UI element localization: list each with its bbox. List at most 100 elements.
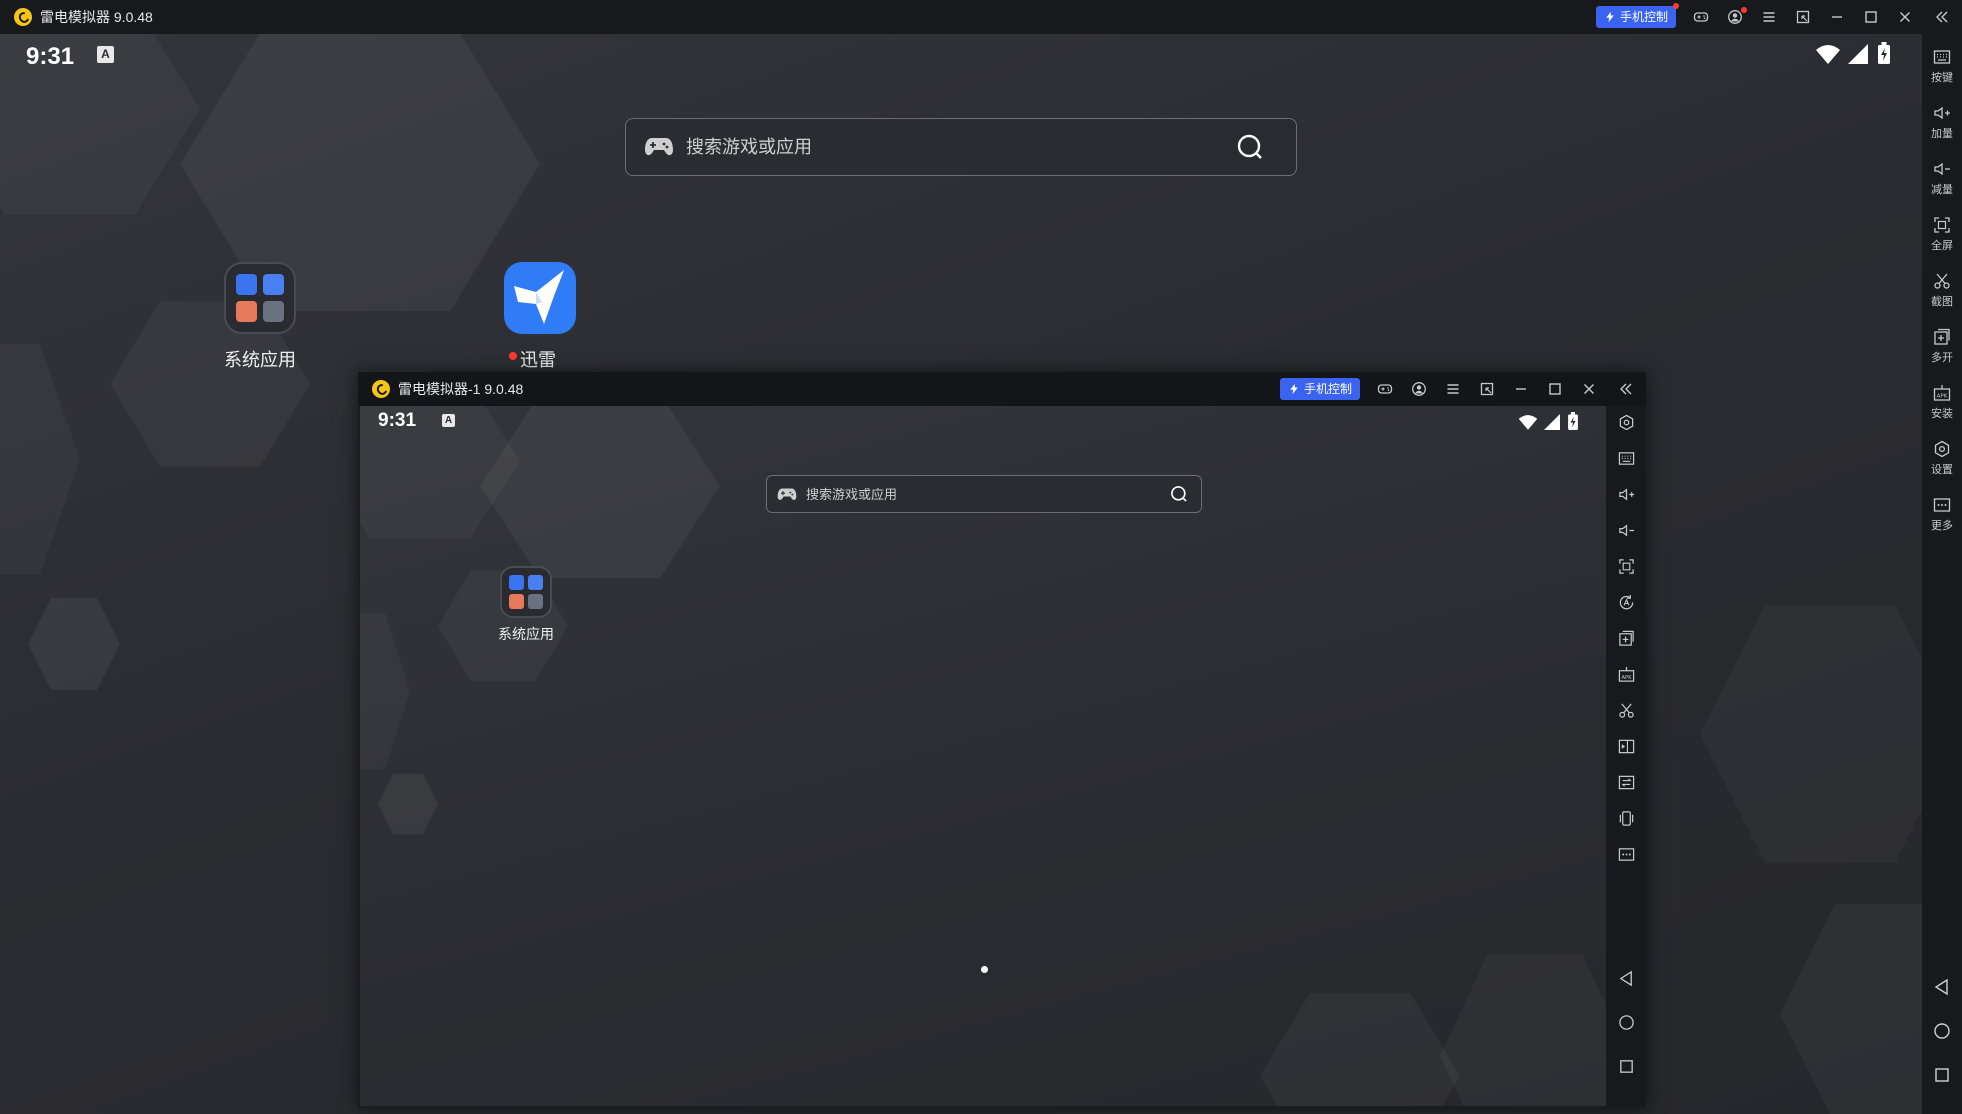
second-emulator-window[interactable]: 雷电模拟器-1 9.0.48 手机控制 9:31 A	[358, 372, 1646, 1108]
bg-hexagon	[1780, 903, 1922, 1114]
minimize-icon	[1832, 16, 1842, 18]
nav-recents-button[interactable]	[1922, 1066, 1962, 1084]
bg-hexagon	[360, 613, 410, 769]
more-icon	[1618, 848, 1634, 861]
settings-mini-icon	[236, 274, 257, 295]
multi-instance-icon	[1934, 328, 1950, 345]
minimize-button[interactable]	[1504, 372, 1538, 406]
more-button[interactable]	[1606, 846, 1646, 863]
update-dot	[509, 352, 517, 360]
scissors-icon	[1934, 273, 1950, 289]
user-circle-icon	[1412, 382, 1426, 396]
volume-down-button[interactable]: 减量	[1922, 160, 1962, 197]
browser-mini-icon	[528, 575, 543, 590]
bg-hexagon	[0, 344, 80, 574]
contacts-mini-icon	[263, 301, 284, 322]
circle-home-icon	[1934, 1023, 1950, 1039]
fullscreen-button[interactable]: 全屏	[1922, 216, 1962, 253]
ldplayer-logo-icon	[372, 380, 390, 398]
account-button[interactable]	[1718, 0, 1752, 34]
account-button[interactable]	[1402, 372, 1436, 406]
account-notification-dot	[1741, 7, 1747, 13]
record-button[interactable]	[1606, 738, 1646, 755]
app-xunlei[interactable]	[504, 262, 576, 334]
window-title: 雷电模拟器 9.0.48	[40, 9, 153, 25]
window-shrink-icon	[1480, 382, 1494, 396]
gamepad-icon	[777, 488, 797, 500]
second-window-titlebar[interactable]: 雷电模拟器-1 9.0.48 手机控制	[358, 372, 1646, 406]
user-circle-icon	[1728, 10, 1742, 24]
mini-mode-button[interactable]	[1470, 372, 1504, 406]
ldplayer-logo-icon	[14, 8, 32, 26]
maximize-icon	[1549, 383, 1561, 395]
app-search-bar[interactable]	[766, 475, 1202, 513]
screenshot-button[interactable]	[1606, 702, 1646, 719]
second-android-screen[interactable]: 9:31 A 系统应用	[360, 406, 1606, 1106]
volume-up-icon	[1618, 488, 1634, 501]
nav-back-button[interactable]	[1922, 978, 1962, 996]
shake-button[interactable]	[1606, 810, 1646, 827]
status-a-badge: A	[97, 46, 114, 63]
collapse-sidebar-button[interactable]	[1606, 372, 1646, 406]
multi-instance-button[interactable]: 多开	[1922, 328, 1962, 365]
nav-recents-button[interactable]	[1606, 1058, 1646, 1075]
gamepad-button[interactable]	[1684, 0, 1718, 34]
nav-home-button[interactable]	[1606, 1014, 1646, 1031]
app-system-apps[interactable]	[500, 566, 552, 618]
sync-button[interactable]	[1606, 774, 1646, 791]
settings-button[interactable]: 设置	[1922, 440, 1962, 477]
menu-button[interactable]	[1752, 0, 1786, 34]
menu-button[interactable]	[1436, 372, 1470, 406]
minimize-icon	[1516, 388, 1526, 390]
app-search-bar[interactable]	[625, 118, 1297, 176]
main-titlebar: 雷电模拟器 9.0.48 手机控制	[0, 0, 1962, 34]
mini-mode-button[interactable]	[1786, 0, 1820, 34]
close-button[interactable]	[1888, 0, 1922, 34]
app-system-apps[interactable]	[224, 262, 298, 334]
settings-button[interactable]	[1606, 414, 1646, 431]
rotate-icon	[1619, 594, 1633, 610]
volume-up-button[interactable]	[1606, 486, 1646, 503]
more-button[interactable]: 更多	[1922, 496, 1962, 533]
phone-control-button[interactable]: 手机控制	[1279, 378, 1360, 400]
bg-hexagon	[28, 598, 120, 690]
circle-home-icon	[1618, 1015, 1634, 1030]
volume-down-button[interactable]	[1606, 522, 1646, 539]
bg-hexagon	[378, 773, 438, 835]
triangle-back-icon	[1934, 978, 1948, 996]
maximize-button[interactable]	[1538, 372, 1572, 406]
screenshot-button[interactable]: 截图	[1922, 272, 1962, 309]
double-chevron-left-icon	[1936, 11, 1948, 23]
maximize-button[interactable]	[1854, 0, 1888, 34]
multi-instance-button[interactable]	[1606, 630, 1646, 647]
keymap-button[interactable]	[1606, 450, 1646, 467]
bg-hexagon	[480, 406, 720, 578]
search-icon[interactable]	[1170, 485, 1188, 503]
status-a-badge: A	[442, 414, 455, 427]
volume-up-button[interactable]: 加量	[1922, 104, 1962, 141]
square-recents-icon	[1935, 1068, 1949, 1082]
fullscreen-button[interactable]	[1606, 558, 1646, 575]
gamepad-icon	[645, 138, 673, 156]
nav-home-button[interactable]	[1922, 1022, 1962, 1040]
collapse-sidebar-button[interactable]	[1922, 0, 1962, 34]
rotate-button[interactable]	[1606, 594, 1646, 611]
nav-back-button[interactable]	[1606, 970, 1646, 987]
xunlei-bird-icon	[514, 270, 564, 324]
volume-down-icon	[1934, 162, 1950, 176]
minimize-button[interactable]	[1820, 0, 1854, 34]
video-record-icon	[1618, 739, 1634, 754]
second-window-toolbar: APK	[1606, 406, 1646, 1108]
phone-control-button[interactable]: 手机控制	[1595, 3, 1679, 28]
install-apk-button[interactable]: APK	[1606, 666, 1646, 683]
multi-instance-icon	[1618, 630, 1634, 646]
search-input[interactable]	[804, 485, 1168, 503]
search-icon[interactable]	[1236, 133, 1264, 161]
keymap-button[interactable]: 按键	[1922, 48, 1962, 85]
gamepad-button[interactable]	[1368, 372, 1402, 406]
close-button[interactable]	[1572, 372, 1606, 406]
search-input[interactable]	[684, 135, 1228, 159]
folder-icon	[224, 262, 296, 334]
